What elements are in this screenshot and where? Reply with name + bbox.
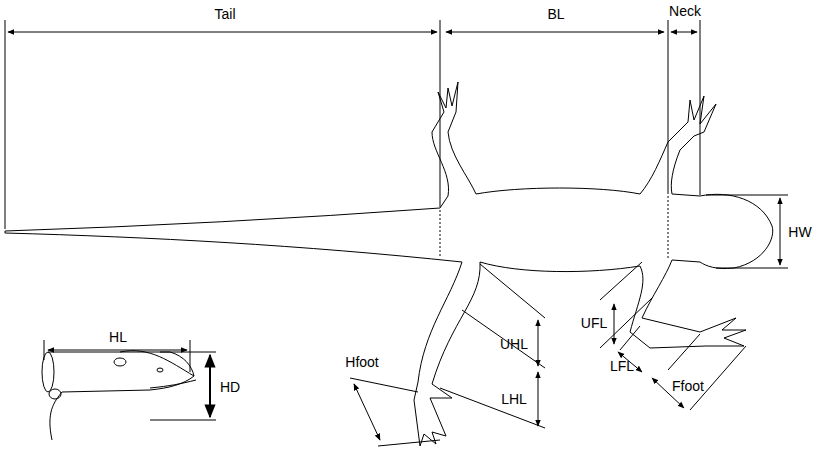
dimension-label: LFL (610, 359, 634, 373)
dimension-label: HL (109, 330, 127, 344)
dimension-label: UHL (500, 337, 528, 351)
dimension-label: UFL (581, 316, 607, 330)
dimension-label: Neck (669, 4, 701, 18)
dimension-label: BL (547, 7, 564, 21)
dimension-label: Hfoot (345, 355, 378, 369)
dimension-label: Tail (214, 7, 235, 21)
dimension-label: HD (220, 380, 240, 394)
dimension-label: HW (788, 225, 811, 239)
dimension-label: Ffoot (672, 379, 704, 393)
dimension-label: LHL (501, 392, 527, 406)
